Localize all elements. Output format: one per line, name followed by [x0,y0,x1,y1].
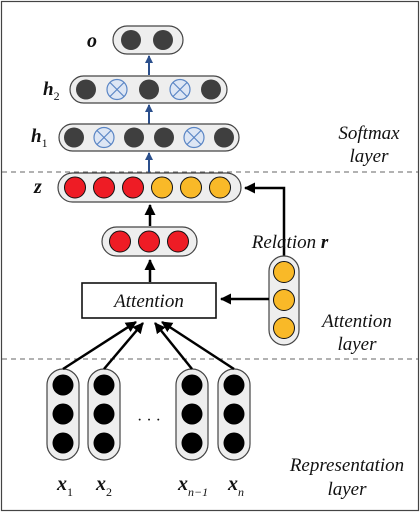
relation-node [273,261,295,283]
softmax-layer-label-1: Softmax [338,123,400,144]
z-node-attention [93,176,115,199]
relation-node [273,317,295,339]
z-node-relation [151,176,173,199]
input-label-1: x1 [56,473,73,499]
arrow-xn-to-attention [161,320,235,371]
attention-layer-label-2: layer [337,334,377,355]
h2-node [201,79,221,100]
h1-node [64,127,84,148]
output-label: o [87,30,97,52]
z-node-attention [64,176,86,199]
h1-label: h1 [31,126,48,150]
output-node [153,30,173,50]
input-vector-1 [46,368,80,461]
relation-node [273,289,295,311]
arrow-x2-to-attention [103,322,144,370]
attention-box-label: Attention [112,291,184,312]
h2-label: h2 [43,79,60,103]
arrow-x1-to-attention [62,320,137,371]
dropout-icon [93,126,115,149]
z-node-relation [180,176,202,199]
input-label-n: xn [227,473,244,499]
z-label: z [33,176,42,198]
relation-label: Relation r [251,232,329,253]
output-node [121,30,141,50]
attended-node [109,230,131,253]
z-node-relation [209,176,231,199]
h2-node [76,79,96,100]
dropout-icon [169,78,191,101]
input-vector-n-minus-1 [175,368,209,461]
dropout-icon [106,78,128,101]
attended-node [138,230,160,253]
input-vector-2 [87,368,121,461]
input-label-n-minus-1: xn−1 [177,473,208,499]
h1-node [124,127,144,148]
softmax-layer-label-2: layer [349,146,389,167]
ellipsis: · · · [137,412,161,429]
attention-box [81,282,217,319]
dropout-icon [183,126,205,149]
h2-node [139,79,159,100]
arrow-relation-to-z [244,182,286,256]
input-vector-n [217,368,251,461]
representation-layer-label-1: Representation [289,455,404,476]
z-node-attention [122,176,144,199]
attention-layer-label-1: Attention [320,311,392,332]
h1-capsule [58,123,240,152]
h1-node [154,127,174,148]
attended-node [167,230,189,253]
representation-layer-label-2: layer [327,479,367,500]
input-label-2: x2 [95,473,112,499]
h1-node [214,127,234,148]
